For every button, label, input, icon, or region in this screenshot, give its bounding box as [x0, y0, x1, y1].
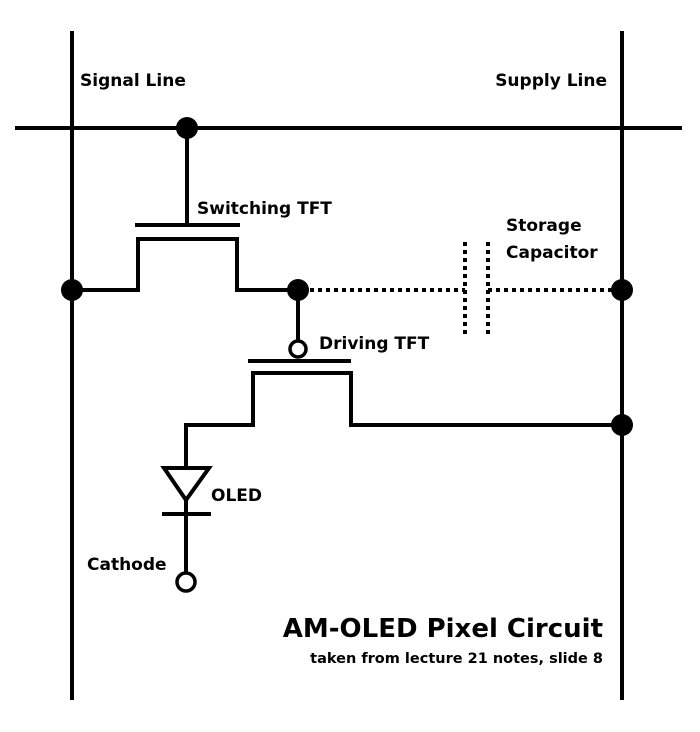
- signal-line-label: Signal Line: [80, 71, 186, 91]
- switching-tft-label: Switching TFT: [197, 199, 332, 219]
- node-capacitor-supply: [611, 279, 633, 301]
- cathode-terminal: [175, 571, 197, 593]
- driving-tft-gate-bubble: [288, 339, 308, 359]
- node-switching-driving: [287, 279, 309, 301]
- node-signal-switching: [61, 279, 83, 301]
- oled-label: OLED: [211, 486, 262, 506]
- storage-capacitor-label-line2: Capacitor: [506, 243, 598, 263]
- driving-tft-channel: [184, 371, 622, 470]
- node-driving-supply: [611, 414, 633, 436]
- supply-line-label: Supply Line: [495, 71, 607, 91]
- oled-diode-triangle: [160, 466, 213, 504]
- diagram-title: AM-OLED Pixel Circuit: [283, 614, 603, 644]
- driving-tft-label: Driving TFT: [319, 334, 430, 354]
- diagram-subtitle: taken from lecture 21 notes, slide 8: [310, 651, 603, 667]
- storage-capacitor-label-line1: Storage: [506, 216, 582, 236]
- cathode-label: Cathode: [87, 555, 167, 575]
- node-scan-switching: [176, 117, 198, 139]
- switching-tft-channel: [72, 237, 298, 292]
